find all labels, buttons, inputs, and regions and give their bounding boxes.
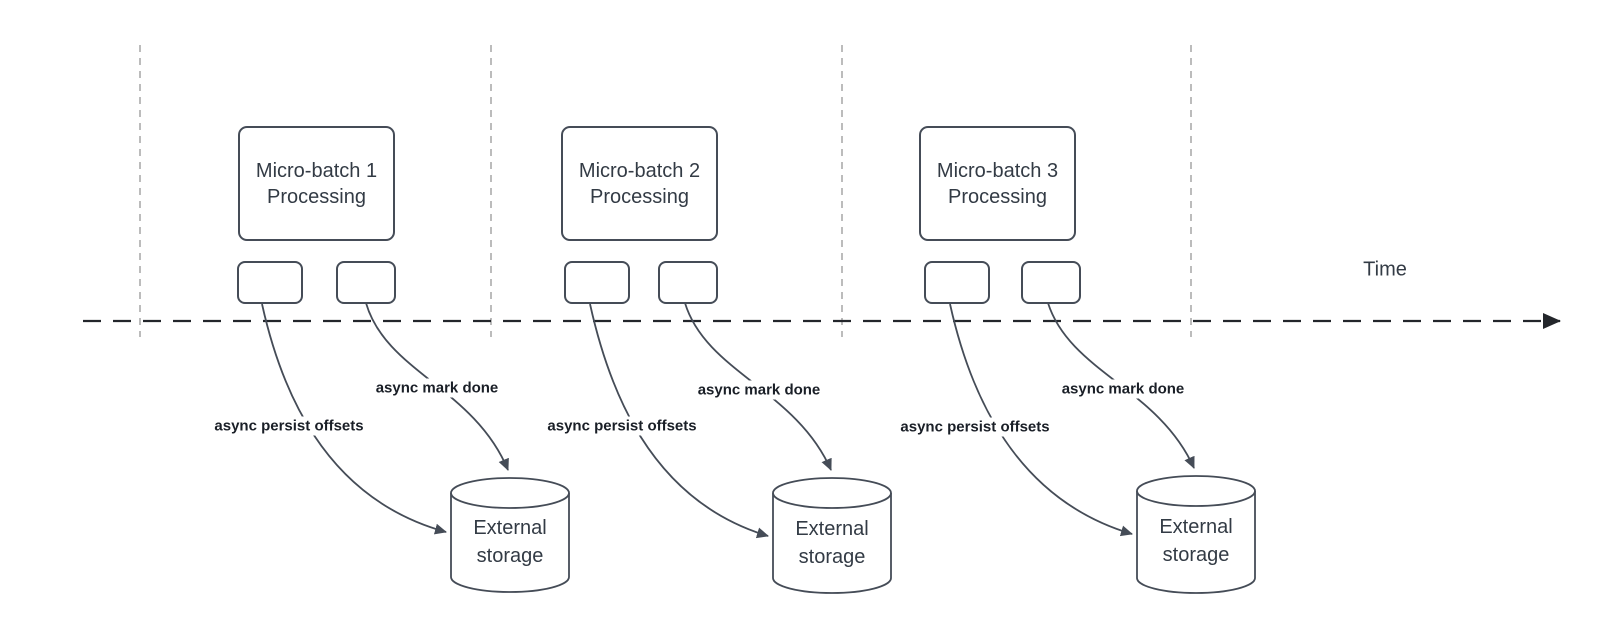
done-task-box-2 [658, 261, 718, 304]
done-task-box-1 [336, 261, 396, 304]
async-persist-offsets-label-1: async persist offsets [211, 416, 367, 436]
external-storage-cylinder-2 [772, 477, 892, 594]
external-storage-label-1-line2: storage [476, 545, 544, 567]
micro-batch-2-title-line1: Micro-batch 2 [578, 159, 701, 182]
micro-batch-1-box: Micro-batch 1 Processing [238, 126, 395, 241]
micro-batch-3-box: Micro-batch 3 Processing [919, 126, 1076, 241]
async-mark-done-label-2: async mark done [694, 380, 824, 400]
external-storage-label-3-line1: External [1159, 516, 1233, 538]
external-storage-label-3: External storage [1159, 513, 1232, 569]
micro-batch-3-title-line2: Processing [948, 185, 1047, 208]
async-persist-offsets-arrow-1 [261, 303, 447, 535]
external-storage-cylinder-1 [450, 477, 570, 593]
async-persist-offsets-label-3: async persist offsets [897, 417, 1053, 437]
async-mark-done-label-3: async mark done [1058, 379, 1188, 399]
persist-task-box-2 [564, 261, 630, 304]
external-storage-label-2: External storage [795, 515, 868, 571]
external-storage-label-1: External storage [473, 514, 546, 570]
external-storage-label-1-line1: External [473, 517, 547, 539]
done-task-box-3 [1021, 261, 1081, 304]
micro-batch-1-title-line2: Processing [267, 185, 366, 208]
persist-task-box-3 [924, 261, 990, 304]
micro-batch-1-title-line1: Micro-batch 1 [255, 159, 378, 182]
micro-batch-2-box: Micro-batch 2 Processing [561, 126, 718, 241]
async-mark-done-label-1: async mark done [372, 378, 502, 398]
external-storage-label-3-line2: storage [1162, 544, 1230, 566]
time-axis-label: Time [1363, 258, 1407, 281]
async-persist-offsets-label-2: async persist offsets [544, 416, 700, 436]
external-storage-label-2-line2: storage [798, 546, 866, 568]
persist-task-box-1 [237, 261, 303, 304]
micro-batch-2-title-line2: Processing [590, 185, 689, 208]
external-storage-cylinder-3 [1136, 475, 1256, 594]
micro-batch-3-title-line1: Micro-batch 3 [936, 159, 1059, 182]
external-storage-label-2-line1: External [795, 518, 869, 540]
async-persist-offsets-arrow-2 [589, 303, 769, 539]
